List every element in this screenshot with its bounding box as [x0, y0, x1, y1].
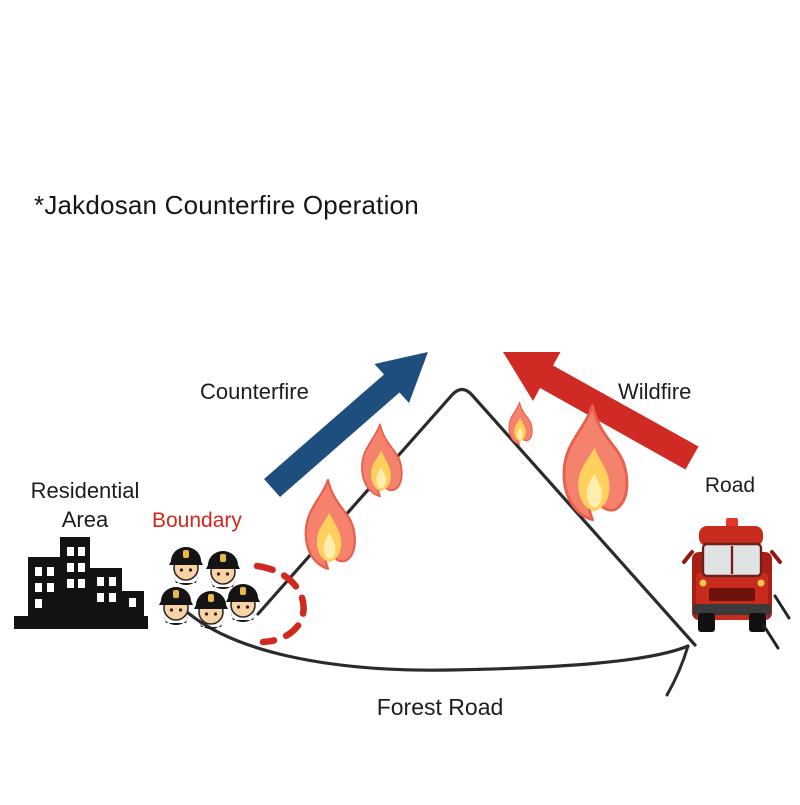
residential-area-label: Residential Area — [10, 476, 160, 534]
mountain-outline — [256, 387, 697, 647]
firefighter-icon — [225, 583, 261, 623]
residential-buildings-icon — [14, 537, 148, 629]
forest-road-label: Forest Road — [376, 694, 504, 720]
firefighter-icon — [158, 586, 194, 626]
fire-truck-icon — [682, 518, 782, 632]
forest-road-end-line — [665, 644, 690, 697]
forest-road-curve — [170, 595, 690, 672]
flame-left-upper — [361, 423, 403, 498]
residential-area-label-line2: Area — [61, 507, 109, 532]
firefighter-icon — [205, 550, 241, 590]
residential-area-label-line1: Residential — [30, 478, 140, 503]
wildfire-arrow — [503, 352, 699, 470]
counterfire-label: Counterfire — [200, 379, 309, 404]
diagram-title: *Jakdosan Counterfire Operation — [34, 190, 419, 220]
firefighter-crew — [158, 546, 261, 630]
boundary-dashed-line — [253, 562, 307, 646]
wildfire-label: Wildfire — [618, 379, 692, 404]
firefighter-icon — [193, 590, 229, 630]
road-edge-marks — [762, 594, 791, 650]
counterfire-arrow — [264, 352, 428, 497]
flame-right-small — [508, 401, 533, 445]
firefighter-icon — [168, 546, 204, 586]
flame-left-lower — [304, 478, 356, 570]
road-label: Road — [704, 474, 756, 497]
boundary-label: Boundary — [152, 509, 242, 532]
